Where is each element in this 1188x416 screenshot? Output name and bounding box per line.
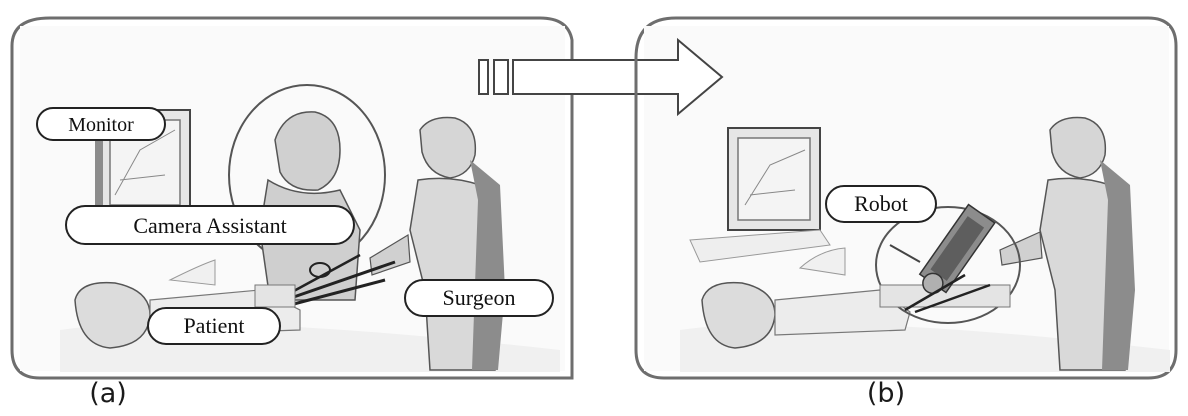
label-robot: Robot — [826, 186, 936, 222]
label-surgeon: Surgeon — [405, 280, 553, 316]
label-monitor-text: Monitor — [68, 114, 134, 136]
label-robot-text: Robot — [854, 191, 908, 216]
label-patient: Patient — [148, 308, 280, 344]
caption-a: (a) — [78, 378, 138, 409]
panel-b: Robot — [636, 18, 1176, 378]
label-surgeon-text: Surgeon — [443, 285, 516, 310]
caption-b: (b) — [856, 378, 916, 409]
operating-table-a — [255, 285, 295, 307]
label-camera-assistant: Camera Assistant — [66, 206, 354, 244]
label-monitor: Monitor — [37, 108, 165, 140]
label-patient-text: Patient — [183, 313, 244, 338]
label-camera-assistant-text: Camera Assistant — [133, 213, 286, 238]
